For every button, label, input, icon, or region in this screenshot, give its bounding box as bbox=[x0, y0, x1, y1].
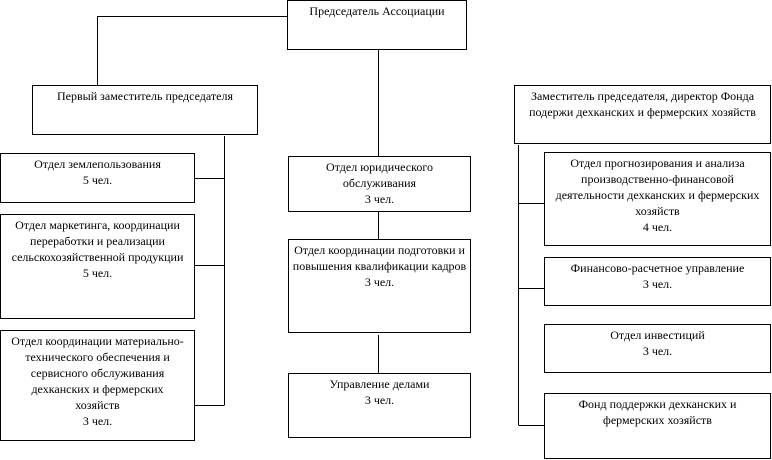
dept-name: дехканских и фермерских bbox=[31, 382, 164, 396]
dept-name: повышения квалификации кадров bbox=[292, 259, 467, 273]
dept-name: деятельности дехканских и фермерских bbox=[555, 188, 760, 202]
dept-staff: 3 чел. bbox=[364, 192, 395, 206]
dept-investments: Отдел инвестиций 3 чел. bbox=[544, 324, 771, 373]
dept-land-use: Отдел землепользования 5 чел. bbox=[0, 153, 195, 203]
dept-staff: 3 чел. bbox=[642, 344, 673, 358]
deputy-fund-box: Заместитель председателя, директор Фонда… bbox=[514, 85, 771, 144]
dept-name: переработки и реализации bbox=[30, 234, 165, 248]
dept-name: хозяйств bbox=[635, 204, 680, 218]
dept-name: сервисного обслуживания bbox=[30, 366, 165, 380]
dept-name: Отдел координации подготовки и bbox=[294, 243, 465, 257]
fund-support: Фонд поддержки дехканских и фермерских х… bbox=[544, 393, 771, 459]
dept-staff: 5 чел. bbox=[82, 266, 113, 280]
first-deputy-title: Первый заместитель председателя bbox=[57, 89, 233, 103]
dept-legal: Отдел юридического обслуживания 3 чел. bbox=[288, 156, 471, 212]
dept-name: Отдел прогнозирования и анализа bbox=[570, 156, 745, 170]
deputy-fund-title-line: Заместитель председателя, директор Фонда bbox=[530, 89, 755, 103]
dept-name: технического обеспечения и bbox=[25, 350, 170, 364]
dept-staff: 3 чел. bbox=[364, 275, 395, 289]
dept-material-supply: Отдел координации материально- техническ… bbox=[0, 330, 195, 441]
dept-marketing: Отдел маркетинга, координации переработк… bbox=[0, 214, 195, 319]
dept-name: хозяйств bbox=[75, 398, 120, 412]
dept-name: Отдел маркетинга, координации bbox=[15, 218, 180, 232]
dept-name: Отдел инвестиций bbox=[610, 328, 705, 342]
dept-name: фермерских хозяйств bbox=[603, 413, 712, 427]
first-deputy-box: Первый заместитель председателя bbox=[32, 85, 258, 135]
connector-chairman-first-deputy bbox=[97, 16, 287, 85]
dept-name: Отдел координации материально- bbox=[11, 334, 184, 348]
dept-name: Управление делами bbox=[329, 377, 430, 391]
dept-forecasting: Отдел прогнозирования и анализа производ… bbox=[544, 152, 771, 246]
dept-name: обслуживания bbox=[342, 176, 417, 190]
dept-name: Финансово-расчетное управление bbox=[570, 261, 745, 275]
dept-staff: 3 чел. bbox=[364, 393, 395, 407]
dept-name: Отдел землепользования bbox=[34, 157, 161, 171]
dept-administration: Управление делами 3 чел. bbox=[288, 373, 471, 438]
dept-staff: 3 чел. bbox=[642, 277, 673, 291]
dept-training: Отдел координации подготовки и повышения… bbox=[288, 239, 471, 333]
dept-staff: 4 чел. bbox=[642, 220, 673, 234]
dept-finance: Финансово-расчетное управление 3 чел. bbox=[544, 257, 771, 306]
dept-staff: 3 чел. bbox=[82, 414, 113, 428]
dept-name: сельскохозяйственной продукции bbox=[11, 250, 184, 264]
dept-name: Отдел юридического bbox=[326, 160, 433, 174]
deputy-fund-title-line: подержи дехканских и фермерских хозяйств bbox=[529, 105, 756, 119]
dept-name: Фонд поддержки дехканских и bbox=[578, 397, 737, 411]
chairman-box: Председатель Ассоциации bbox=[287, 0, 467, 50]
chairman-title: Председатель Ассоциации bbox=[309, 4, 445, 18]
dept-name: производственно-финансовой bbox=[581, 172, 734, 186]
dept-staff: 5 чел. bbox=[82, 173, 113, 187]
